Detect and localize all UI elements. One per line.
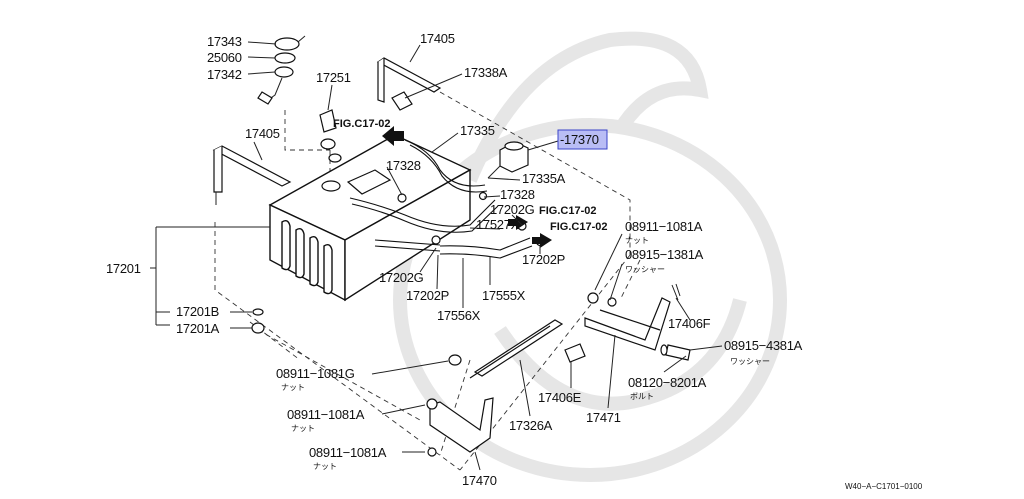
label-fig-top[interactable]: FIG.C17-02 (333, 118, 390, 130)
hose-17556X (374, 239, 441, 252)
hose-17527X (349, 197, 499, 233)
highlight-box-17370 (557, 129, 608, 150)
fuel-tank-17201 (268, 134, 472, 302)
bolt-17406E (564, 343, 586, 363)
label-17405-top[interactable]: 17405 (420, 31, 455, 46)
label-nut-2[interactable]: ナット (281, 383, 305, 392)
bolt-17201A (251, 308, 265, 334)
fig-arrows (382, 126, 552, 248)
label-08120-8201A[interactable]: 08120−8201A (628, 375, 707, 390)
hose-17335 (404, 139, 488, 193)
canister-17370 (487, 141, 529, 179)
pin-17406F (671, 283, 681, 301)
label-17335[interactable]: 17335 (460, 123, 495, 138)
label-17556X[interactable]: 17556X (437, 308, 481, 323)
leader-lines (150, 41, 723, 471)
label-17202G-top[interactable]: 17202G (490, 202, 535, 217)
diagram-code: W40−A−C1701−0100 (845, 482, 923, 491)
bolt-08120 (660, 344, 691, 361)
filler-cap-assembly (257, 35, 306, 105)
label-17527X[interactable]: 17527X (476, 217, 520, 232)
strap-17326A (469, 319, 564, 379)
label-08911-1081G[interactable]: 08911−1081G (276, 366, 355, 381)
label-washer-1[interactable]: ワッシャー (625, 265, 665, 274)
label-17201B[interactable]: 17201B (176, 304, 219, 319)
label-17405-left[interactable]: 17405 (245, 126, 280, 141)
label-17328-b[interactable]: 17328 (500, 187, 535, 202)
label-17251[interactable]: 17251 (316, 70, 351, 85)
label-17335A[interactable]: 17335A (522, 171, 566, 186)
gasket-17251 (319, 109, 342, 163)
label-fig-right[interactable]: FIG.C17-02 (550, 221, 607, 233)
label-08911-1081A-bot[interactable]: 08911−1081A (309, 445, 387, 460)
label-17555X[interactable]: 17555X (482, 288, 526, 303)
label-17338A[interactable]: 17338A (464, 65, 508, 80)
label-17201[interactable]: 17201 (106, 261, 141, 276)
label-nut-1[interactable]: ナット (625, 236, 649, 245)
label-17406F[interactable]: 17406F (668, 316, 711, 331)
bracket-17471 (584, 292, 671, 351)
label-17326A[interactable]: 17326A (509, 418, 553, 433)
label-nut-3[interactable]: ナット (291, 424, 315, 433)
bracket-17470 (426, 397, 494, 457)
label-nut-4[interactable]: ナット (313, 462, 337, 471)
label-08915-4381A[interactable]: 08915−4381A (724, 338, 803, 353)
label-17202G-bot[interactable]: 17202G (379, 270, 424, 285)
part-labels: 17343 25060 17342 17251 17405 17338A 174… (106, 31, 923, 491)
hose-17555X (439, 237, 533, 259)
label-08911-1081A-top[interactable]: 08911−1081A (625, 219, 703, 234)
label-17370[interactable]: -17370 (560, 132, 599, 147)
nut-08911-1081G (448, 354, 462, 366)
label-17328-a[interactable]: 17328 (386, 158, 421, 173)
label-17342[interactable]: 17342 (207, 67, 242, 82)
label-17471[interactable]: 17471 (586, 410, 621, 425)
label-washer-2[interactable]: ワッシャー (730, 357, 770, 366)
label-17202P-right[interactable]: 17202P (522, 252, 565, 267)
strap-17405-left (212, 145, 292, 205)
strap-17405-top (376, 57, 442, 111)
label-bolt[interactable]: ボルト (630, 392, 654, 401)
label-08915-1381A[interactable]: 08915−1381A (625, 247, 704, 262)
watermark-logo (393, 31, 787, 482)
label-08911-1081A-mid[interactable]: 08911−1081A (287, 407, 365, 422)
label-25060[interactable]: 25060 (207, 50, 242, 65)
label-fig-mid[interactable]: FIG.C17-02 (539, 205, 596, 217)
label-17201A[interactable]: 17201A (176, 321, 220, 336)
label-17470[interactable]: 17470 (462, 473, 497, 488)
label-17406E[interactable]: 17406E (538, 390, 582, 405)
label-17343[interactable]: 17343 (207, 34, 242, 49)
label-17202P-bot[interactable]: 17202P (406, 288, 449, 303)
